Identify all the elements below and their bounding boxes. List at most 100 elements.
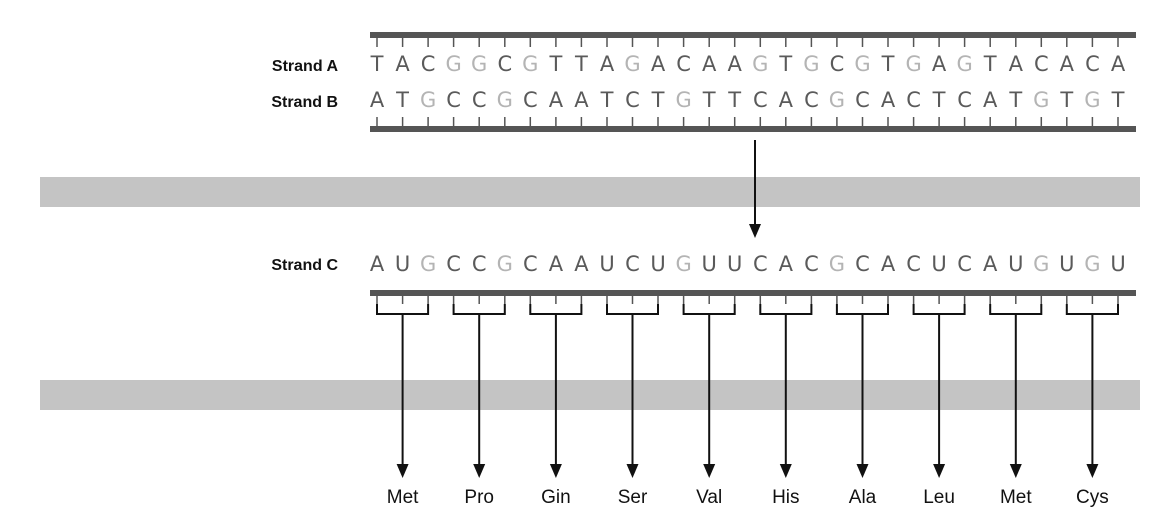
- strand-a-base: A: [932, 52, 947, 76]
- strand-c-base: C: [472, 252, 487, 276]
- amino-acid-label: Leu: [923, 487, 955, 508]
- strand-c-base: C: [855, 252, 870, 276]
- transcription-arrowhead: [749, 224, 761, 238]
- codon-bracket: [759, 304, 813, 315]
- lower-gray-band: [40, 380, 1140, 410]
- strand-b-base: A: [370, 88, 385, 112]
- translation-arrowhead: [626, 464, 639, 478]
- strand-a-base: A: [702, 52, 717, 76]
- amino-acid-label: Ser: [618, 487, 648, 508]
- strand-a-base: A: [1111, 52, 1126, 76]
- strand-c-base: U: [650, 252, 665, 276]
- strand-a-base: G: [752, 52, 768, 76]
- strand-c-ticks: [376, 296, 1119, 304]
- amino-acid-label: His: [772, 487, 799, 508]
- strand-a-base: T: [548, 52, 562, 76]
- upper-gray-band: [40, 177, 1140, 207]
- strand-b-base: C: [753, 88, 768, 112]
- strand-a-base: A: [600, 52, 615, 76]
- strand-c-base: C: [523, 252, 538, 276]
- strand-b-base: T: [651, 88, 665, 112]
- strand-b-base: C: [625, 88, 640, 112]
- codon-bracket: [682, 304, 736, 315]
- strand-a-base: A: [728, 52, 743, 76]
- strand-c-base: U: [1008, 252, 1023, 276]
- codon-bracket: [529, 304, 583, 315]
- strand-c-base: A: [549, 252, 564, 276]
- strand-b-base: G: [675, 88, 691, 112]
- strand-c-base: G: [420, 252, 436, 276]
- strand-c-base: A: [370, 252, 385, 276]
- codon-bracket: [376, 304, 430, 315]
- strand-a-base: T: [881, 52, 895, 76]
- amino-acid-label: Met: [387, 487, 419, 508]
- strand-a-base: T: [370, 52, 384, 76]
- strand-c-base: A: [574, 252, 589, 276]
- strand-c-base: C: [446, 252, 461, 276]
- strand-b-base: C: [855, 88, 870, 112]
- strand-b-base: A: [574, 88, 589, 112]
- strand-c-base: A: [779, 252, 794, 276]
- strand-c-base: G: [1084, 252, 1100, 276]
- codon-bracket: [1065, 304, 1119, 315]
- strand-b-base: T: [932, 88, 946, 112]
- translation-arrows: [396, 314, 1099, 478]
- amino-acid-label: Val: [696, 487, 722, 508]
- strand-c-base: G: [675, 252, 691, 276]
- strand-a-base: G: [803, 52, 819, 76]
- strand-b-base: C: [957, 88, 972, 112]
- codon-bracket: [912, 304, 966, 315]
- strand-a-base: C: [421, 52, 436, 76]
- translation-arrowhead: [856, 464, 869, 478]
- strand-c-base: U: [395, 252, 410, 276]
- strand-a-base: T: [574, 52, 588, 76]
- strand-a-ticks: [376, 38, 1119, 47]
- amino-acid-label: Cys: [1076, 487, 1109, 508]
- strand-b-base: C: [804, 88, 819, 112]
- strand-a-base: G: [905, 52, 921, 76]
- translation-arrowhead: [549, 464, 562, 478]
- strand-c-base: C: [753, 252, 768, 276]
- strand-b-base: T: [1111, 88, 1125, 112]
- strand-a-base: T: [778, 52, 792, 76]
- strand-c-base: U: [1059, 252, 1074, 276]
- strand-b-base: G: [829, 88, 845, 112]
- strand-c-base: C: [906, 252, 921, 276]
- strand-a-base: C: [830, 52, 845, 76]
- strand-a-base: G: [522, 52, 538, 76]
- strand-b-base: A: [881, 88, 896, 112]
- strand-b-base: G: [1084, 88, 1100, 112]
- strand-b-base: T: [395, 88, 409, 112]
- strand-a-base: G: [624, 52, 640, 76]
- strand-c-base: A: [983, 252, 998, 276]
- strand-b-base: A: [549, 88, 564, 112]
- strand-c-base: C: [625, 252, 640, 276]
- strand-a-base: A: [1009, 52, 1024, 76]
- strand-b-base: T: [1059, 88, 1073, 112]
- strand-b-base: C: [446, 88, 461, 112]
- amino-acid-label: Met: [1000, 487, 1032, 508]
- strand-b-base: T: [1008, 88, 1022, 112]
- strand-a-base: C: [1034, 52, 1049, 76]
- translation-arrowhead: [1009, 464, 1022, 478]
- strand-b-base: C: [472, 88, 487, 112]
- strand-c-base: A: [881, 252, 896, 276]
- strand-b-label: Strand B: [271, 94, 338, 111]
- strand-a-base: A: [1060, 52, 1075, 76]
- strand-c-base: U: [702, 252, 717, 276]
- strand-a-base: G: [854, 52, 870, 76]
- strand-a-base: T: [983, 52, 997, 76]
- strand-a-label: Strand A: [272, 58, 339, 75]
- strand-a-base: A: [651, 52, 666, 76]
- strand-b-backbone: [370, 126, 1136, 132]
- codon-brackets: [376, 304, 1119, 315]
- amino-acid-label: Pro: [464, 487, 494, 508]
- strand-b-base: T: [600, 88, 614, 112]
- translation-arrowhead: [473, 464, 486, 478]
- translation-arrowhead: [1086, 464, 1099, 478]
- strand-a-base: C: [497, 52, 512, 76]
